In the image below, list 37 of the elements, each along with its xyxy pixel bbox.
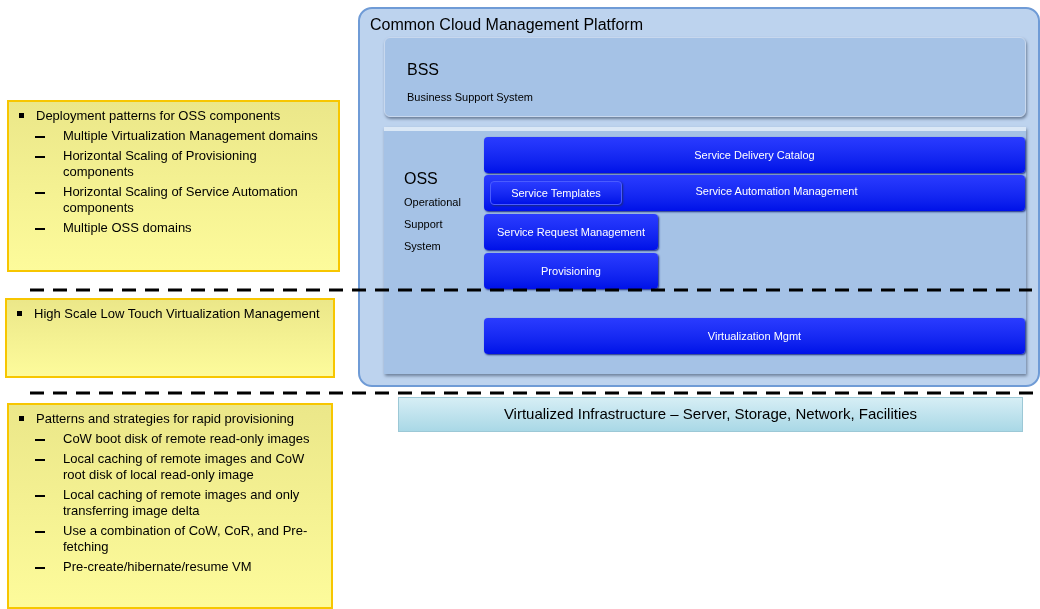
note-box xyxy=(7,403,333,609)
sub-bullet-text: Multiple Virtualization Management domains xyxy=(63,128,318,144)
component-label: Service Automation Management xyxy=(695,183,858,199)
note-box xyxy=(7,100,340,272)
sub-bullet-text: Horizontal Scaling of Provisioning components xyxy=(63,148,258,180)
bullet-text: High Scale Low Touch Virtualization Management xyxy=(34,306,320,322)
sub-bullet-text: Horizontal Scaling of Service Automation components xyxy=(63,184,299,216)
component-label: Provisioning xyxy=(541,263,601,279)
layer-box xyxy=(384,37,1026,117)
layer-subtitle: Business Support System xyxy=(407,90,533,105)
infrastructure-bar xyxy=(398,397,1023,432)
component-box xyxy=(484,175,1025,211)
sub-bullet-text: Use a combination of CoW, CoR, and Pre-fetching xyxy=(63,523,309,555)
component-label: Service Request Management xyxy=(497,224,645,240)
infrastructure-label: Virtualized Infrastructure – Server, Storage, Network, Facilities xyxy=(503,404,918,425)
note-box xyxy=(5,298,335,378)
bullet-text: Deployment patterns for OSS components xyxy=(36,108,281,124)
component-box xyxy=(484,214,658,250)
component-label: Virtualization Mgmt xyxy=(707,328,802,344)
layer-title: OSS xyxy=(404,169,438,189)
component-box xyxy=(490,181,622,205)
bullet-text: Patterns and strategies for rapid provisioning xyxy=(36,411,294,427)
layer-title: BSS xyxy=(407,60,439,80)
component-label: Service Templates xyxy=(511,185,601,201)
sub-bullet-text: Multiple OSS domains xyxy=(63,220,192,236)
panel-title: Common Cloud Management Platform xyxy=(370,15,643,35)
sub-bullet-text: Local caching of remote images and CoW root disk of local read-only image xyxy=(63,451,306,483)
sub-bullet-text: Local caching of remote images and only transferring image delta xyxy=(63,487,301,519)
sub-bullet-text: Pre-create/hibernate/resume VM xyxy=(63,559,252,575)
component-box xyxy=(484,137,1025,173)
component-box xyxy=(484,318,1025,354)
component-label: Service Delivery Catalog xyxy=(694,147,815,163)
sub-bullet-text: CoW boot disk of remote read-only images xyxy=(63,431,310,447)
layer-subtitle: Operational Support System xyxy=(404,195,462,254)
component-box xyxy=(484,253,658,289)
layer-box xyxy=(384,127,1026,374)
platform-panel xyxy=(358,7,1040,387)
